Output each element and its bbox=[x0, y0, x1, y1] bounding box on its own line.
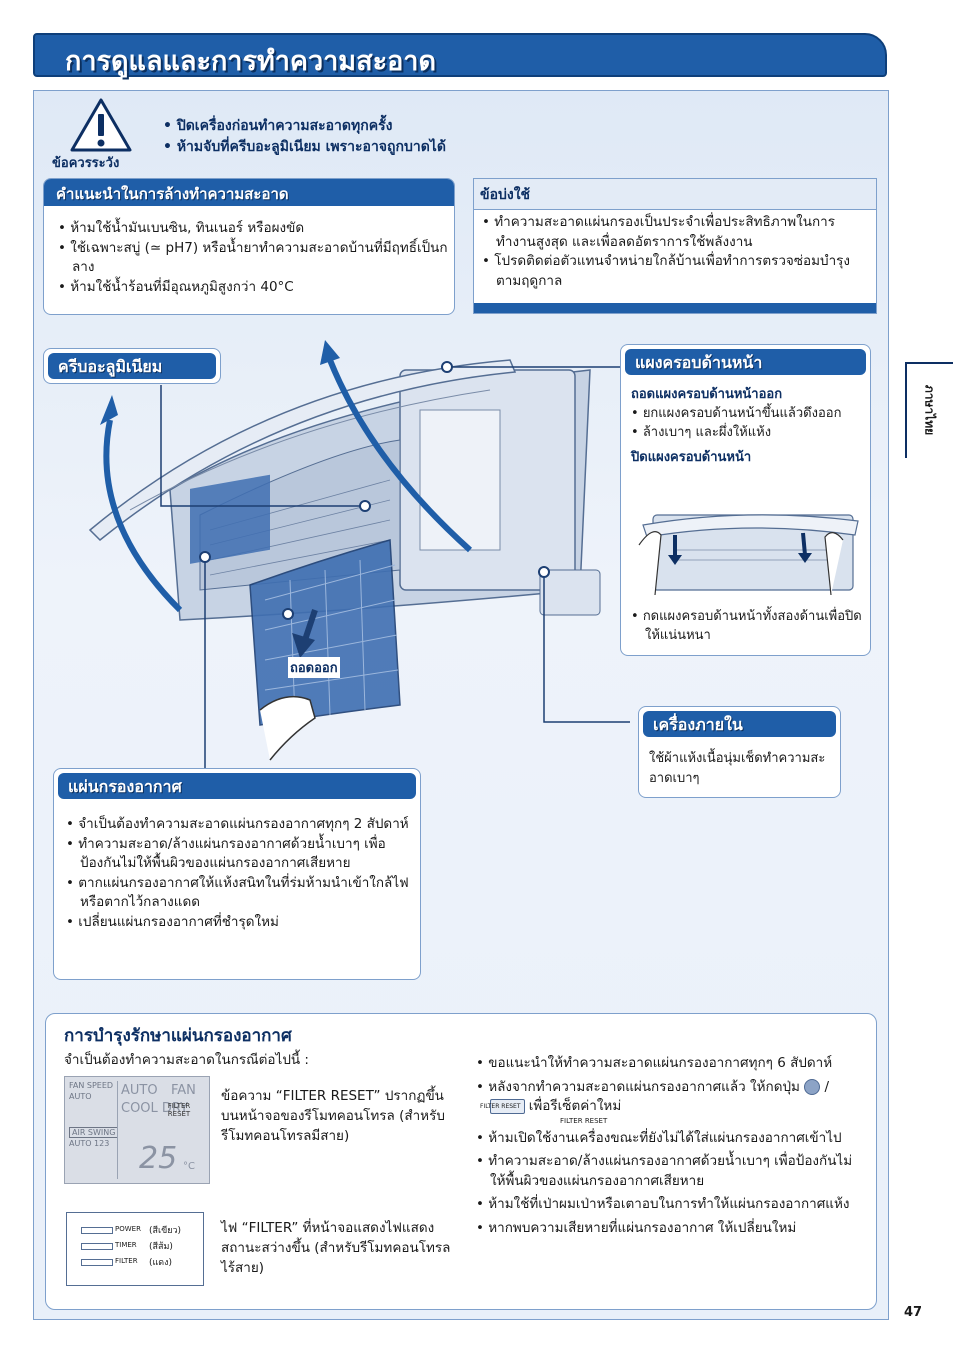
front-panel-remove-title: ถอดแผงครอบด้านหน้าออก bbox=[631, 387, 783, 402]
list-item: • ตากแผ่นกรองอากาศให้แห้งสนิทในที่ร่มห้า… bbox=[66, 874, 409, 911]
front-panel-callout: แผงครอบด้านหน้า ถอดแผงครอบด้านหน้าออก • … bbox=[620, 344, 871, 656]
list-item: • ห้ามใช้น้ำมันเบนซิน, ทินเนอร์ หรือผงขั… bbox=[58, 220, 305, 236]
air-filter-removed bbox=[249, 539, 401, 726]
warning-label: ข้อควรระวัง bbox=[52, 156, 120, 171]
lcd-air-swing: AIR SWING bbox=[69, 1127, 119, 1138]
fin-heading: ครีบอะลูมิเนียม bbox=[48, 353, 216, 379]
indicator-power: POWER bbox=[115, 1225, 141, 1233]
page-title: การดูแลและการทำความสะอาด bbox=[65, 46, 436, 77]
wireless-indicator-panel: POWER (สีเขียว) TIMER (สีส้ม) FILTER (แด… bbox=[66, 1212, 204, 1286]
indicator-red: (แดง) bbox=[149, 1258, 173, 1268]
air-filter-left bbox=[190, 474, 270, 564]
indoor-unit-callout: เครื่องภายใน ใช้ผ้าแห้งเนื้อนุ่มเช็ดทำคว… bbox=[638, 706, 841, 798]
list-item: • ทำความสะอาด/ล้างแผ่นกรองอากาศด้วยน้ำเบ… bbox=[66, 835, 386, 872]
wired-remote-lcd: FAN SPEED AUTO AIR SWING AUTO 123 AUTO F… bbox=[64, 1076, 210, 1184]
maintenance-list: • ขอแนะนำให้ทำความสะอาดแผ่นกรองอากาศทุกๆ… bbox=[476, 1054, 856, 1238]
side-tab-border bbox=[905, 362, 907, 458]
list-item: • ขอแนะนำให้ทำความสะอาดแผ่นกรองอากาศทุกๆ… bbox=[476, 1055, 833, 1071]
side-tab-top bbox=[905, 362, 953, 364]
lcd-fan-speed: FAN SPEED bbox=[69, 1081, 114, 1090]
filter-reset-key: FILTER RESET bbox=[480, 1098, 525, 1114]
list-item: • ใช้เฉพาะสบู่ (≃ pH7) หรือน้ำยาทำความสะ… bbox=[58, 239, 448, 276]
lcd-cool-dry: COOL DRY bbox=[121, 1101, 189, 1116]
list-item: • ทำความสะอาดแผ่นกรองเป็นประจำเพื่อประสิ… bbox=[482, 214, 835, 250]
maintenance-intro: จำเป็นต้องทำความสะอาดในกรณีต่อไปนี้ : bbox=[64, 1052, 309, 1068]
lcd-auto: AUTO bbox=[69, 1092, 92, 1101]
list-item: • หลังจากทำความสะอาดแผ่นกรองอากาศแล้ว ให… bbox=[476, 1078, 856, 1125]
remove-label: ถอดออก bbox=[288, 657, 340, 678]
maintenance-box: การบำรุงรักษาแผ่นกรองอากาศ จำเป็นต้องทำค… bbox=[45, 1013, 877, 1310]
lcd-filter-reset: FILTER RESET bbox=[167, 1102, 191, 1118]
warning-icon bbox=[70, 98, 132, 152]
reminder-box: ข้อบ่งใช้ • ทำความสะอาดแผ่นกรองเป็นประจำ… bbox=[473, 178, 877, 314]
cleaning-tips-heading: คำแนะนำในการล้างทำความสะอาด bbox=[44, 179, 454, 206]
lcd-temp: 25 bbox=[139, 1141, 178, 1176]
list-item: • เปลี่ยนแผ่นกรองอากาศที่ชำรุดใหม่ bbox=[66, 913, 279, 930]
list-item: • หากพบความเสียหายที่แผ่นกรองอากาศ ให้เป… bbox=[476, 1219, 797, 1236]
cleaning-tips-box: คำแนะนำในการล้างทำความสะอาด • ห้ามใช้น้ำ… bbox=[43, 178, 455, 315]
list-item: • ห้ามใช้ที่เป่าผมเป่าหรือเตาอบในการทำให… bbox=[476, 1196, 850, 1212]
lcd-auto-big: AUTO bbox=[121, 1083, 158, 1098]
indoor-unit-heading: เครื่องภายใน bbox=[643, 711, 836, 737]
lcd-fan-big: FAN bbox=[171, 1083, 196, 1098]
lcd-auto-123: AUTO 123 bbox=[69, 1139, 110, 1148]
reminder-bottom-strip bbox=[474, 303, 876, 313]
front-panel-heading: แผงครอบด้านหน้า bbox=[625, 349, 866, 375]
indicator-orange: (สีส้ม) bbox=[149, 1242, 173, 1252]
fin-callout: ครีบอะลูมิเนียม bbox=[43, 348, 221, 384]
indicator-bar bbox=[81, 1259, 113, 1266]
list-item: • ห้ามใช้น้ำร้อนที่มีอุณหภูมิสูงกว่า 40°… bbox=[58, 278, 294, 295]
front-panel-close-title: ปิดแผงครอบด้านหน้า bbox=[631, 450, 752, 465]
indicator-green: (สีเขียว) bbox=[149, 1226, 182, 1236]
indicator-bar bbox=[81, 1243, 113, 1250]
list-item: • จำเป็นต้องทำความสะอาดแผ่นกรองอากาศทุกๆ… bbox=[66, 816, 409, 832]
maintenance-heading: การบำรุงรักษาแผ่นกรองอากาศ bbox=[64, 1026, 292, 1046]
title-bar: การดูแลและการทำความสะอาด bbox=[33, 33, 887, 77]
list-item: • ล้างเบาๆ และผึ่งให้แห้ง bbox=[631, 425, 772, 440]
filter-reset-caption: FILTER RESET bbox=[560, 1116, 608, 1125]
warning-item: • ปิดเครื่องก่อนทำความสะอาดทุกครั้ง bbox=[163, 118, 393, 134]
list-item: • ยกแผงครอบด้านหน้าขึ้นแล้วดึงออก bbox=[631, 406, 842, 421]
air-filter-heading: แผ่นกรองอากาศ bbox=[58, 773, 416, 799]
indoor-unit-text: ใช้ผ้าแห้งเนื้อนุ่มเช็ดทำความสะอาดเบาๆ bbox=[649, 751, 826, 786]
warning-list: • ปิดเครื่องก่อนทำความสะอาดทุกครั้ง • ห้… bbox=[163, 116, 446, 158]
indicator-timer: TIMER bbox=[115, 1241, 137, 1249]
wireless-remote-text: ไฟ “FILTER” ที่หน้าจอแสดงไฟแสดงสถานะสว่า… bbox=[221, 1220, 451, 1276]
wired-remote-text: ข้อความ “FILTER RESET” ปรากฏขึ้นบนหน้าจอ… bbox=[221, 1088, 445, 1144]
warning-item: • ห้ามจับที่ครีบอะลูมิเนียม เพราะอาจถูกบ… bbox=[163, 139, 446, 155]
close-panel-illustration bbox=[638, 514, 859, 596]
list-item: • โปรดติดต่อตัวแทนจำหน่ายใกล้บ้านเพื่อทำ… bbox=[482, 253, 850, 289]
list-item: • ทำความสะอาด/ล้างแผ่นกรองอากาศด้วยน้ำเบ… bbox=[476, 1153, 853, 1189]
list-item: • กดแผงครอบด้านหน้าทั้งสองด้านเพื่อปิดให… bbox=[631, 609, 862, 643]
lcd-divider bbox=[117, 1081, 118, 1179]
reminder-heading: ข้อบ่งใช้ bbox=[480, 187, 531, 203]
ac-unit-diagram bbox=[88, 340, 630, 770]
indicator-filter: FILTER bbox=[115, 1257, 138, 1265]
side-tab-label: ภาษาไทย bbox=[922, 384, 937, 436]
reminder-heading-bar: ข้อบ่งใช้ bbox=[474, 179, 876, 210]
page-number: 47 bbox=[904, 1305, 923, 1320]
air-filter-callout: แผ่นกรองอากาศ • จำเป็นต้องทำความสะอาดแผ่… bbox=[53, 768, 421, 980]
filter-reset-button-icon bbox=[804, 1078, 821, 1095]
indicator-bar bbox=[81, 1227, 113, 1234]
list-item: • ห้ามเปิดใช้งานเครื่องขณะที่ยังไม่ได้ใส… bbox=[476, 1129, 842, 1146]
language-side-tab: ภาษาไทย bbox=[905, 362, 953, 458]
lcd-unit: °C bbox=[183, 1161, 195, 1172]
